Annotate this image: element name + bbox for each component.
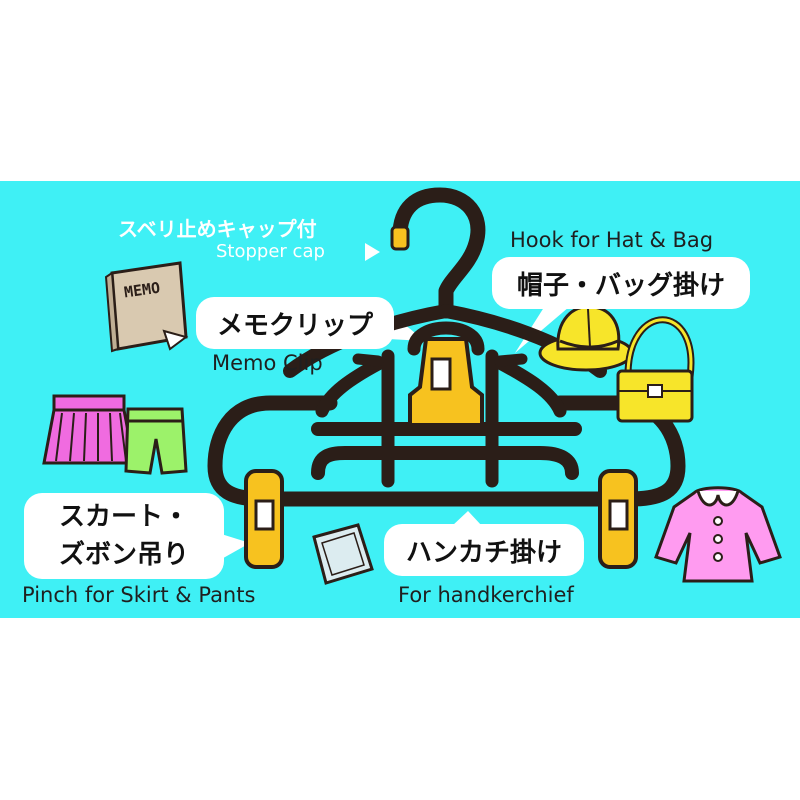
skirt-bubble-tail <box>218 533 250 561</box>
hanky-label-en: For handkerchief <box>398 583 574 607</box>
skirt-label-jp-line2: ズボン吊り <box>58 540 189 570</box>
hook-label-jp: 帽子・バッグ掛け <box>516 270 725 301</box>
skirt-bubble: スカート・ ズボン吊り <box>24 493 224 579</box>
skirt-label-jp-line1: スカート・ <box>58 502 189 532</box>
hanky-bubble-tail <box>452 511 482 526</box>
hanger <box>207 187 686 507</box>
stopper-label-en: Stopper cap <box>216 241 325 262</box>
illustration <box>42 187 782 585</box>
skirt-icon <box>42 394 136 465</box>
skirt-clip-right <box>598 469 638 569</box>
hook-bubble: 帽子・バッグ掛け <box>492 257 750 309</box>
stopper-cap <box>390 225 410 251</box>
memo-clip <box>408 337 484 427</box>
skirt-clip-left <box>244 469 284 569</box>
skirt-label-en: Pinch for Skirt & Pants <box>22 583 256 607</box>
memo-label-jp: メモクリップ <box>216 310 373 341</box>
arrow-right-icon <box>365 243 380 261</box>
hook-label-en: Hook for Hat & Bag <box>510 228 714 252</box>
dress-icon <box>654 486 782 583</box>
memo-bubble: メモクリップ <box>196 297 394 349</box>
feature-panel: MEMO スベリ止めキャップ付 Stopper cap Hook for Hat… <box>0 181 800 618</box>
pants-icon <box>124 407 188 475</box>
memo-pad-icon <box>104 261 189 353</box>
bag-icon <box>616 316 695 423</box>
handkerchief-icon <box>312 523 374 585</box>
hanky-bubble: ハンカチ掛け <box>384 524 584 576</box>
stopper-label-jp: スベリ止めキャップ付 <box>118 217 317 241</box>
hanky-label-jp: ハンカチ掛け <box>405 537 562 568</box>
memo-label-en: Memo Clip <box>212 351 323 375</box>
